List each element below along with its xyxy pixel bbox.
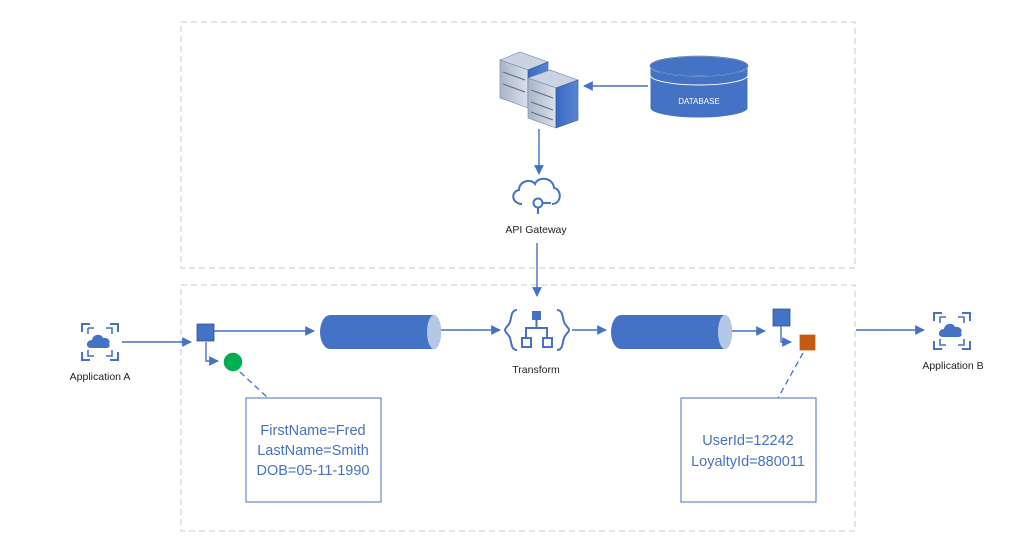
egress-node <box>772 308 791 327</box>
ingress-to-capture-arrow <box>205 342 219 366</box>
app-b-label: Application B <box>922 360 983 372</box>
outbound-message-note <box>680 397 817 503</box>
transform-label: Transform <box>512 364 560 376</box>
outbound-line-2: LoyaltyId=880011 <box>691 454 805 470</box>
capture-node <box>222 351 244 373</box>
inbound-line-3: DOB=05-11-1990 <box>257 463 370 479</box>
app-a-icon <box>81 323 119 361</box>
outbound-line-1: UserId=12242 <box>702 433 794 449</box>
app-a-label: Application A <box>70 371 131 383</box>
logic-flow-icon <box>503 309 571 351</box>
inbound-message-note <box>245 397 382 503</box>
database-icon <box>649 55 749 119</box>
cloud-gateway-icon <box>512 177 561 214</box>
app-b-icon <box>933 312 971 350</box>
server-icon <box>499 51 579 129</box>
enrich-note-connector <box>777 352 804 399</box>
gateway-label: API Gateway <box>505 224 567 236</box>
ingress-node <box>196 323 215 342</box>
egress-to-enrich-arrow <box>780 326 792 347</box>
queue-1 <box>320 315 441 349</box>
inbound-line-2: LastName=Smith <box>257 443 369 459</box>
enrich-node <box>798 333 817 352</box>
database-label: DATABASE <box>678 97 720 106</box>
capture-note-connector <box>239 371 269 399</box>
queue-2 <box>611 315 732 349</box>
inbound-line-1: FirstName=Fred <box>260 423 365 439</box>
